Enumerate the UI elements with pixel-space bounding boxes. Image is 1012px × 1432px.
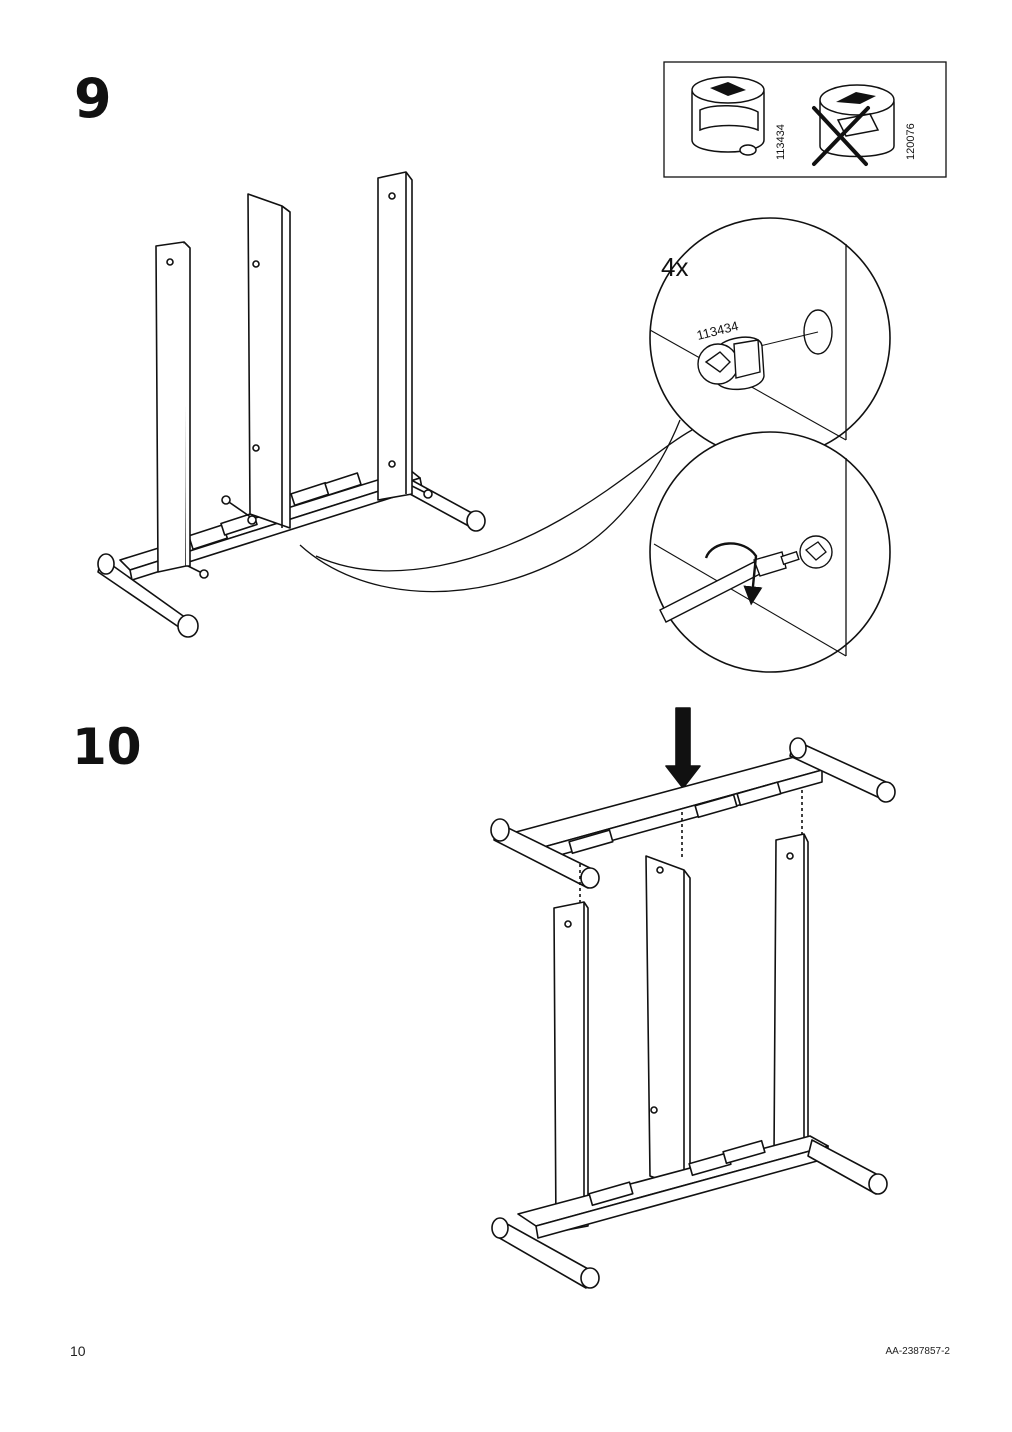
part-120076-box-label: 120076 [905,123,917,160]
page-number: 10 [70,1343,86,1359]
detail-leader-curve-inner [315,429,693,572]
document-id: AA-2387857-2 [885,1346,951,1357]
step-10-number: 10 [72,718,142,776]
cam-lock-comparison-box: 113434 120076 [663,61,947,178]
cam-lock-head-icon [799,535,833,569]
step-10-frame-illustration [490,707,896,1289]
screwdriver-icon [659,550,800,623]
detail-leader-curve [299,419,681,593]
press-down-arrow-icon [665,707,701,789]
quantity-4x-label: 4x [661,252,688,282]
detail-circle-tighten-cam-lock [649,431,891,673]
rotate-clockwise-arrow-icon [704,542,763,606]
step-9-frame-illustration [97,171,486,638]
prohibited-cross-icon [812,106,870,166]
step-9-number: 9 [74,67,112,130]
cam-lock-part-icon [697,336,765,391]
part-113434-box-label: 113434 [775,124,787,160]
cam-lock-correct-icon [691,76,765,156]
detail-circle-insert-cam-lock: 113434 [649,217,891,459]
